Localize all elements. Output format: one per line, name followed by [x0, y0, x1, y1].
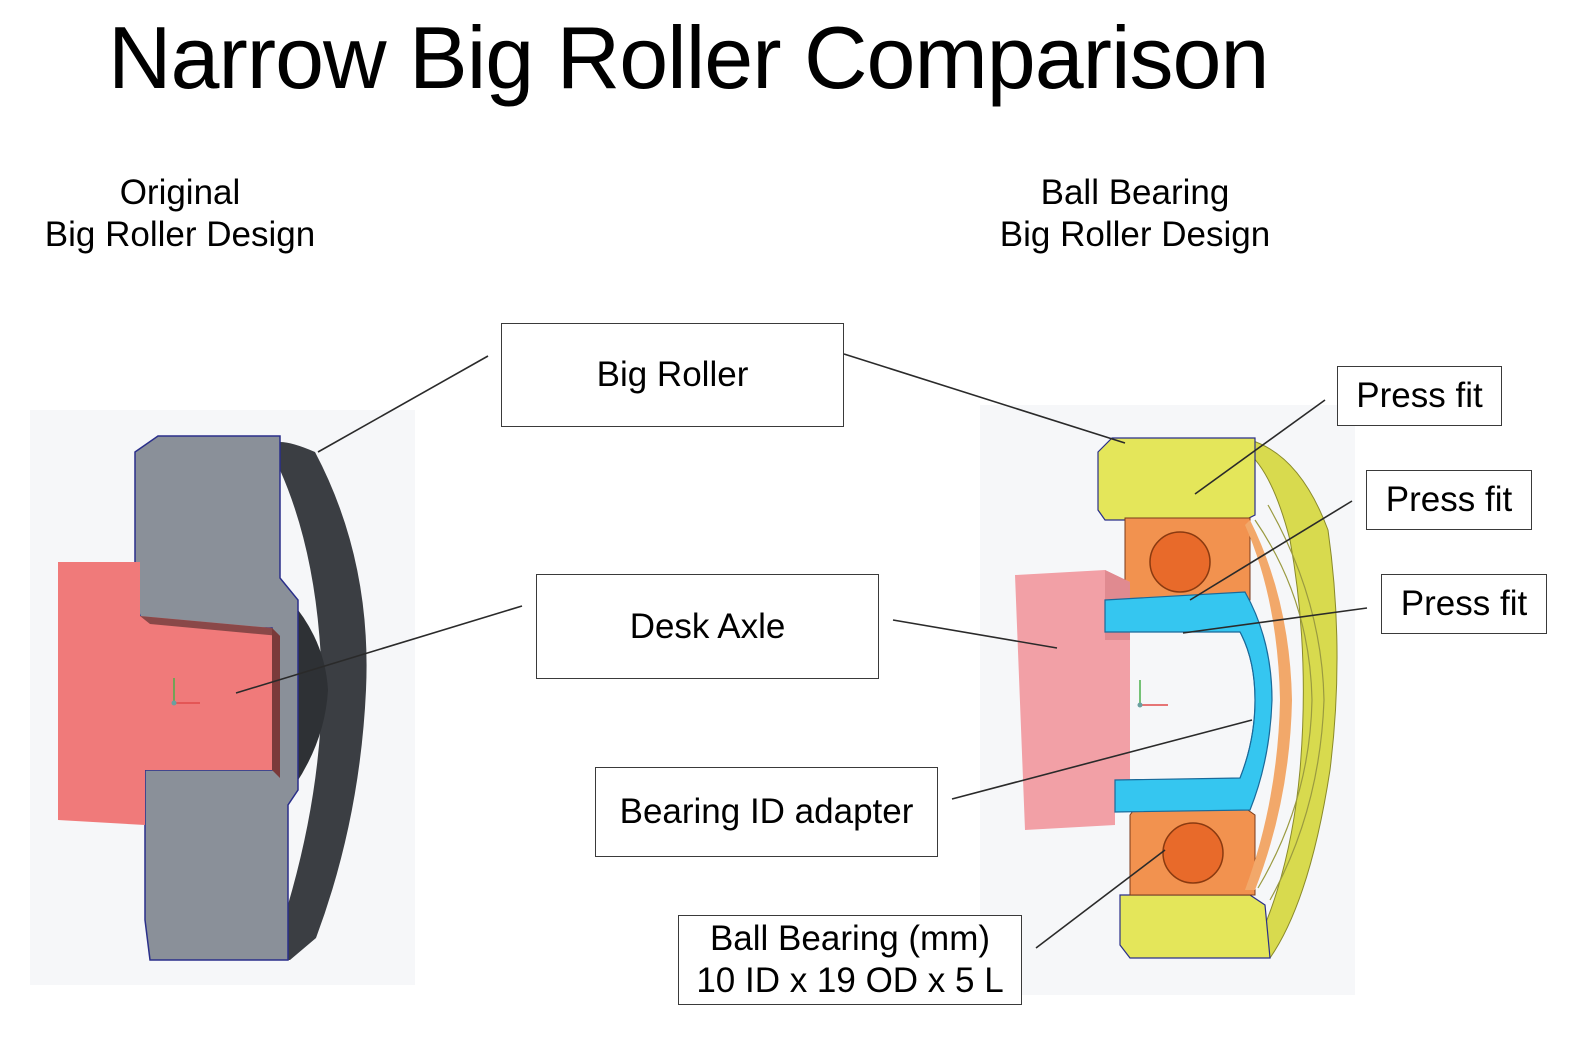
page-title: Narrow Big Roller Comparison — [108, 8, 1269, 107]
ball-bearing-design-heading: Ball Bearing Big Roller Design — [970, 172, 1300, 256]
press-fit-callout-1: Press fit — [1337, 366, 1502, 426]
ball-bearing-callout: Ball Bearing (mm) 10 ID x 19 OD x 5 L — [678, 915, 1022, 1005]
desk-axle-side — [272, 628, 280, 778]
roller-hub-recess — [290, 600, 328, 785]
desk-axle-callout: Desk Axle — [536, 574, 879, 679]
ball-bearing-bottom-ball — [1162, 822, 1224, 884]
ball-bearing-label-line1: Ball Bearing (mm) — [709, 919, 991, 958]
ball-bearing-label-line2: 10 ID x 19 OD x 5 L — [696, 961, 1004, 1000]
rim-contour-1 — [1254, 519, 1313, 889]
desk-axle-shadow — [140, 616, 280, 636]
press-fit-callout-3: Press fit — [1381, 574, 1547, 634]
origin-point-icon — [171, 700, 177, 706]
yellow-roller-top — [1097, 437, 1256, 521]
leader-press-fit-3 — [1182, 607, 1368, 634]
yellow-roller-bottom — [1119, 894, 1271, 959]
press-fit-label-2: Press fit — [1385, 480, 1513, 519]
leader-desk-axle-left — [235, 605, 523, 694]
ball-bearing-top-ball — [1149, 531, 1211, 593]
bearing-curved-wall — [1245, 520, 1292, 890]
original-design-heading-line1: Original — [119, 173, 241, 212]
big-roller-callout: Big Roller — [501, 323, 844, 427]
press-fit-callout-2: Press fit — [1366, 470, 1532, 530]
press-fit-label-3: Press fit — [1400, 584, 1528, 623]
desk-axle-label: Desk Axle — [629, 606, 786, 646]
bearing-id-adapter-callout: Bearing ID adapter — [595, 767, 938, 857]
original-design-heading: Original Big Roller Design — [30, 172, 330, 256]
leader-bearing-id-adapter — [951, 719, 1253, 800]
adapter-inner-edge — [1239, 631, 1256, 779]
origin-point-icon-right — [1137, 702, 1143, 708]
leader-ball-bearing — [1035, 849, 1166, 949]
original-roller-model — [30, 410, 415, 985]
leader-desk-axle-right — [892, 619, 1058, 649]
roller-outer-rim — [270, 442, 367, 960]
leader-lines — [235, 353, 1368, 949]
leader-press-fit-1 — [1194, 399, 1326, 495]
leader-big-roller-left — [317, 355, 489, 453]
leader-big-roller-right — [843, 353, 1126, 444]
ball-bearing-design-heading-line1: Ball Bearing — [1040, 173, 1230, 212]
ball-bearing-design-heading-line2: Big Roller Design — [999, 215, 1271, 254]
original-design-heading-line2: Big Roller Design — [44, 215, 316, 254]
rim-contour-2 — [1267, 504, 1325, 901]
bearing-id-adapter-label: Bearing ID adapter — [619, 792, 914, 831]
press-fit-label-1: Press fit — [1356, 376, 1483, 415]
desk-axle-body-right — [1015, 570, 1130, 830]
leader-press-fit-2 — [1189, 500, 1353, 601]
ball-bearing-roller-model — [980, 405, 1355, 995]
big-roller-label: Big Roller — [596, 355, 749, 394]
